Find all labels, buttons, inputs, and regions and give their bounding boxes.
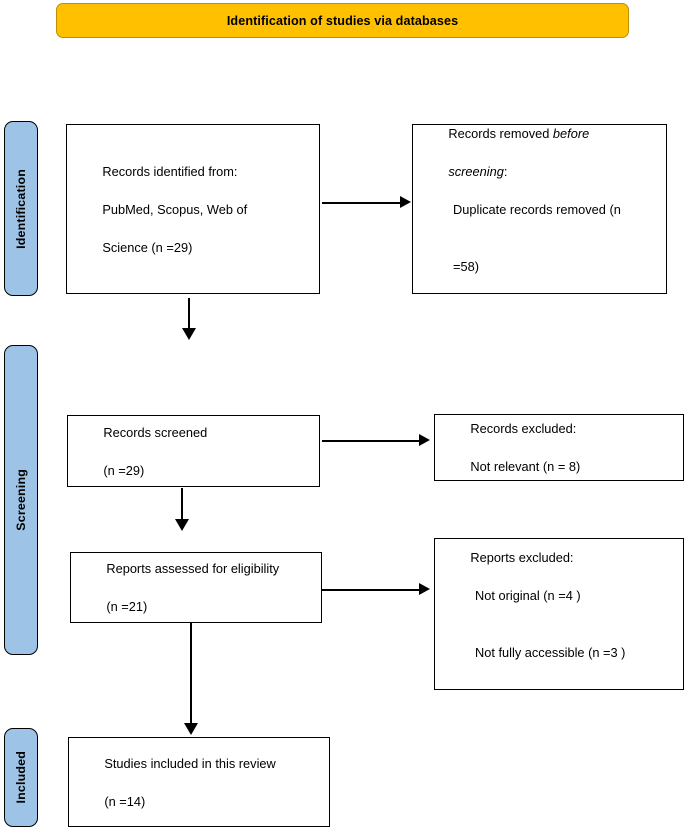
arrow-assessed-to-included bbox=[184, 622, 200, 737]
box-reports-assessed-text: Reports assessed for eligibility (n =21) bbox=[71, 540, 321, 635]
records-removed-line1-italic: before bbox=[552, 125, 590, 141]
arrow-identified-to-screened bbox=[182, 298, 198, 342]
arrow-line bbox=[190, 622, 192, 725]
records-identified-line2: PubMed, Scopus, Web of bbox=[102, 201, 248, 217]
stage-label-included: Included bbox=[4, 728, 38, 827]
box-reports-excluded: Reports excluded: Not original (n =4 ) N… bbox=[434, 538, 684, 690]
stage-label-screening-text: Screening bbox=[14, 469, 28, 531]
reports-excluded-line1: Reports excluded: bbox=[470, 549, 574, 565]
studies-included-line1: Studies included in this review bbox=[104, 755, 276, 771]
records-removed-line1-pre: Records removed bbox=[448, 125, 553, 141]
box-studies-included: Studies included in this review (n =14) bbox=[68, 737, 330, 827]
arrow-screened-to-assessed bbox=[175, 488, 191, 532]
stage-label-screening: Screening bbox=[4, 345, 38, 655]
arrow-head-down-icon bbox=[182, 328, 196, 340]
reports-assessed-line1: Reports assessed for eligibility bbox=[106, 561, 280, 576]
arrow-screened-to-excluded bbox=[322, 434, 434, 448]
records-identified-line1: Records identified from: bbox=[102, 163, 238, 179]
arrow-head-down-icon bbox=[184, 723, 198, 735]
box-studies-included-text: Studies included in this review (n =14) bbox=[69, 735, 329, 829]
arrow-identified-to-removed bbox=[322, 196, 412, 210]
box-reports-excluded-text: Reports excluded: Not original (n =4 ) N… bbox=[435, 529, 683, 700]
banner-identification-databases: Identification of studies via databases bbox=[56, 3, 629, 38]
stage-label-identification: Identification bbox=[4, 121, 38, 296]
box-records-identified: Records identified from: PubMed, Scopus,… bbox=[66, 124, 320, 294]
banner-title: Identification of studies via databases bbox=[226, 13, 459, 28]
arrow-head-down-icon bbox=[175, 519, 189, 531]
arrow-head-right-icon bbox=[419, 434, 430, 446]
reports-excluded-line2: Not original (n =4 ) bbox=[475, 587, 581, 603]
arrow-head-right-icon bbox=[400, 196, 411, 208]
box-records-removed-text: Records removed before screening: Duplic… bbox=[413, 105, 666, 314]
arrow-line bbox=[322, 440, 421, 442]
arrow-head-right-icon bbox=[419, 583, 430, 595]
studies-included-line2: (n =14) bbox=[104, 793, 146, 809]
arrow-line bbox=[181, 488, 183, 521]
records-excluded-line1: Records excluded: bbox=[470, 421, 577, 436]
stage-label-included-text: Included bbox=[14, 751, 28, 804]
arrow-assessed-to-excluded bbox=[322, 583, 434, 597]
arrow-line bbox=[322, 202, 402, 204]
arrow-line bbox=[322, 589, 421, 591]
reports-excluded-line3: Not fully accessible (n =3 ) bbox=[475, 644, 626, 660]
records-removed-line2-italic: screening bbox=[448, 163, 504, 179]
arrow-line bbox=[188, 298, 190, 330]
records-identified-line3: Science (n =29) bbox=[102, 239, 193, 255]
records-excluded-line2: Not relevant (n = 8) bbox=[470, 459, 581, 474]
box-records-removed: Records removed before screening: Duplic… bbox=[412, 124, 667, 294]
records-screened-line1: Records screened bbox=[103, 424, 208, 440]
reports-assessed-line2: (n =21) bbox=[106, 599, 148, 614]
box-reports-assessed: Reports assessed for eligibility (n =21) bbox=[70, 552, 322, 623]
records-removed-line2-post: : bbox=[503, 163, 508, 179]
records-removed-line3: Duplicate records removed (n bbox=[453, 201, 621, 217]
box-records-excluded: Records excluded: Not relevant (n = 8) bbox=[434, 414, 684, 481]
box-records-identified-text: Records identified from: PubMed, Scopus,… bbox=[67, 143, 319, 276]
records-removed-line4: =58) bbox=[453, 258, 479, 274]
box-records-screened: Records screened (n =29) bbox=[67, 415, 320, 487]
records-screened-line2: (n =29) bbox=[103, 462, 145, 478]
box-records-screened-text: Records screened (n =29) bbox=[68, 404, 319, 499]
box-records-excluded-text: Records excluded: Not relevant (n = 8) bbox=[435, 400, 683, 495]
stage-label-identification-text: Identification bbox=[14, 168, 28, 249]
